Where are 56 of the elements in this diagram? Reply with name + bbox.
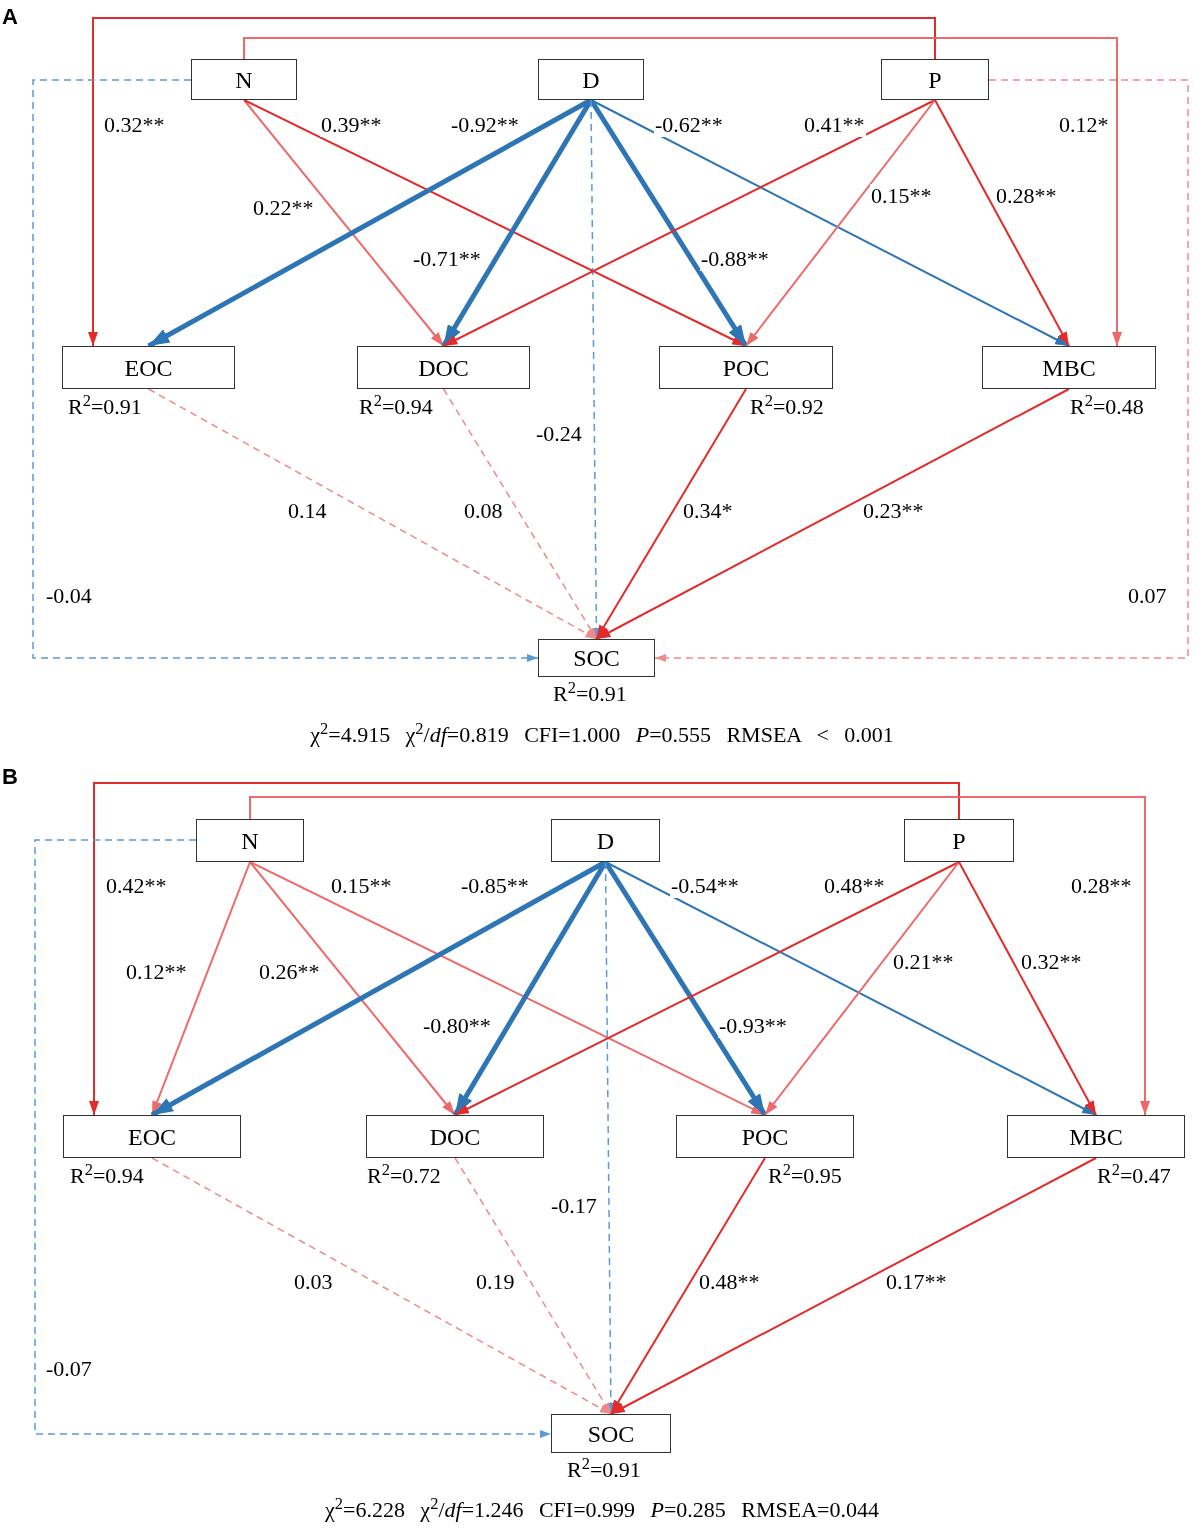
- r-squared-label: R$^{2}$=0.72: [367, 1163, 441, 1189]
- r-squared-label: R$^{2}$=0.47: [1097, 1163, 1171, 1189]
- variable-box: EOC: [63, 1115, 241, 1158]
- variable-box: P: [904, 819, 1014, 862]
- variable-box: POC: [659, 346, 833, 389]
- variable-box: MBC: [982, 346, 1156, 389]
- fit-statistics: χ$^{2}$=4.915 χ$^{2}$/df=0.819 CFI=1.000 P=0.555 RMSEA < 0.001: [309, 722, 895, 748]
- variable-box: MBC: [1007, 1115, 1185, 1158]
- arrow: [958, 861, 1097, 1116]
- r-squared-label: R$^{2}$=0.94: [70, 1163, 144, 1189]
- r-squared-label: R$^{2}$=0.91: [567, 1457, 641, 1483]
- arrow: [243, 99, 445, 347]
- arrow: [604, 861, 615, 1415]
- variable-box: POC: [676, 1115, 854, 1158]
- variable-box: EOC: [62, 346, 235, 389]
- arrow: [610, 1157, 1097, 1415]
- arrow: [88, 17, 936, 347]
- arrow: [147, 388, 598, 640]
- panel-label: A: [2, 6, 18, 28]
- r-squared-label: R$^{2}$=0.95: [768, 1163, 842, 1189]
- r-squared-label: R$^{2}$=0.91: [68, 394, 142, 420]
- arrow: [442, 99, 936, 347]
- variable-box: SOC: [551, 1414, 671, 1453]
- arrow: [654, 79, 1189, 662]
- arrow: [764, 861, 960, 1116]
- variable-box: N: [196, 819, 304, 862]
- r-squared-label: R$^{2}$=0.48: [1070, 394, 1144, 420]
- arrow: [442, 388, 598, 640]
- arrow: [89, 782, 960, 1116]
- arrow: [595, 388, 1070, 640]
- arrow: [590, 99, 601, 640]
- variable-box: D: [551, 819, 660, 862]
- variable-box: DOC: [366, 1115, 544, 1158]
- arrow: [454, 861, 960, 1116]
- variable-box: N: [191, 59, 297, 100]
- arrow: [249, 861, 456, 1116]
- variable-box: D: [538, 59, 644, 100]
- r-squared-label: R$^{2}$=0.94: [359, 394, 433, 420]
- arrow: [34, 839, 552, 1438]
- arrow: [151, 861, 251, 1116]
- arrow: [249, 796, 1150, 1116]
- arrow: [934, 99, 1070, 347]
- variable-box: SOC: [538, 639, 655, 677]
- r-squared-label: R$^{2}$=0.91: [553, 681, 627, 707]
- variable-box: DOC: [357, 346, 530, 389]
- r-squared-label: R$^{2}$=0.92: [750, 394, 824, 420]
- arrow: [610, 1157, 766, 1415]
- arrow: [32, 79, 539, 662]
- panel-label: B: [2, 766, 18, 788]
- arrow: [151, 1157, 612, 1415]
- arrow: [243, 37, 1122, 347]
- variable-box: P: [881, 59, 989, 100]
- fit-statistics: χ$^{2}$=6.228 χ$^{2}$/df=1.246 CFI=0.999 P=0.285 RMSEA=0.044: [324, 1497, 880, 1523]
- arrow: [454, 1157, 612, 1415]
- arrow: [745, 99, 936, 347]
- arrow: [595, 388, 747, 640]
